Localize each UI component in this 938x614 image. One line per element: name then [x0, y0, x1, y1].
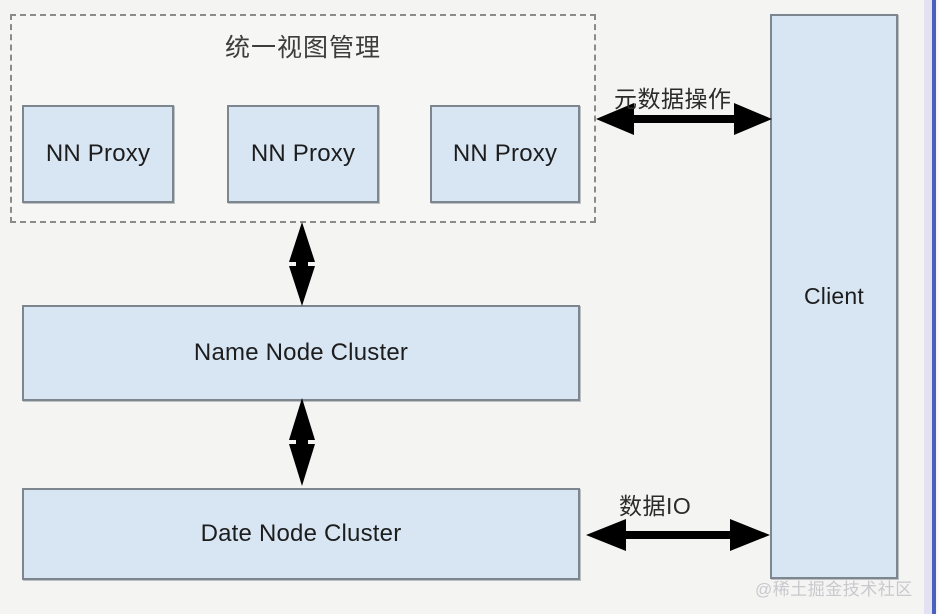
- client-label: Client: [803, 283, 864, 309]
- nn-proxy-label-1: NN Proxy: [45, 140, 151, 167]
- double-arrow-metadata: [596, 103, 772, 135]
- double-arrow-vertical-proxy-namenode: [289, 222, 315, 306]
- page-edge-accent-strip: [932, 0, 936, 614]
- page-edge-white-strip: [936, 0, 938, 614]
- metadata-connection-label: 元数据操作: [614, 86, 732, 112]
- watermark: @稀土掘金技术社区: [755, 580, 913, 599]
- double-arrow-data-io: [586, 519, 770, 551]
- name-node-cluster[interactable]: Name Node Cluster: [22, 305, 580, 401]
- nn-proxy-label-3: NN Proxy: [452, 140, 558, 167]
- unified-view-group-title: 统一视图管理: [224, 34, 381, 62]
- nn-proxy-node-3[interactable]: NN Proxy: [430, 105, 580, 203]
- name-node-cluster-label: Name Node Cluster: [193, 339, 409, 366]
- nn-proxy-node-1[interactable]: NN Proxy: [22, 105, 174, 203]
- date-node-cluster-label: Date Node Cluster: [200, 520, 402, 547]
- data-io-connection-label: 数据IO: [619, 493, 692, 519]
- nn-proxy-node-2[interactable]: NN Proxy: [227, 105, 379, 203]
- page-edge-lavender-strip: [924, 0, 932, 614]
- client-node[interactable]: Client: [770, 14, 898, 579]
- date-node-cluster[interactable]: Date Node Cluster: [22, 488, 580, 580]
- nn-proxy-label-2: NN Proxy: [250, 140, 356, 167]
- double-arrow-vertical-namenode-datenode: [289, 398, 315, 486]
